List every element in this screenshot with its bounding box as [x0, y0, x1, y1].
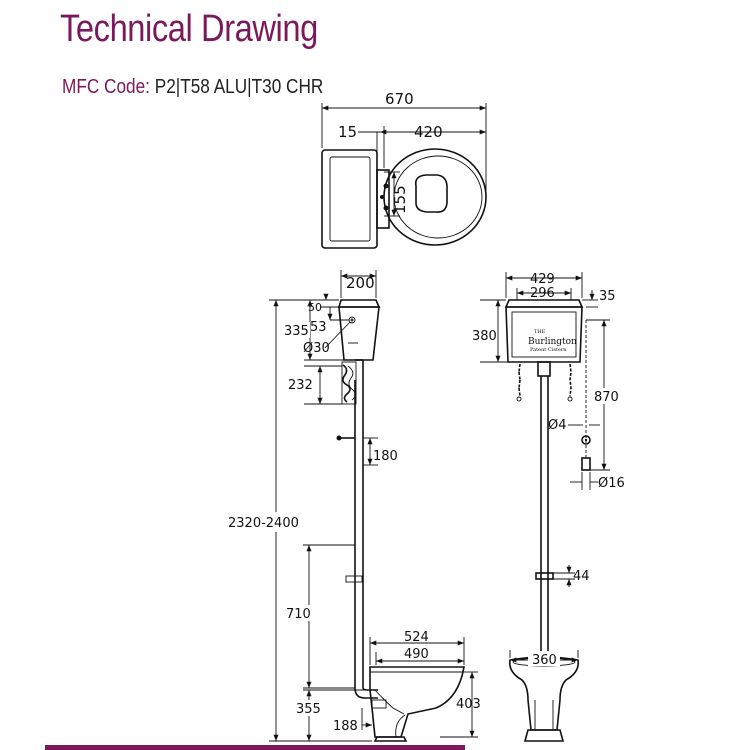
front-view: THE Burlington Patent Cistern 429 — [472, 272, 625, 742]
logo-burlington: Burlington — [528, 337, 577, 347]
dim-dia-16: Ø16 — [598, 476, 625, 491]
dim-429: 429 — [530, 272, 555, 287]
dim-188: 188 — [333, 719, 358, 734]
dim-296: 296 — [530, 286, 555, 301]
dim-420: 420 — [414, 123, 443, 141]
bottom-accent-bar — [45, 745, 465, 750]
side-cistern-lid — [337, 299, 381, 308]
mfc-code-value: P2|T58 ALU|T30 CHR — [154, 76, 324, 98]
dim-180: 180 — [373, 449, 398, 464]
logo-patent: Patent Cistern — [530, 347, 567, 353]
page-title: Technical Drawing — [60, 8, 318, 50]
side-pan — [369, 666, 465, 738]
front-cistern-lid — [504, 299, 584, 308]
top-view: 670 420 15 155 — [321, 90, 487, 249]
side-cistern-body — [338, 306, 380, 361]
dim-dia-4: Ø4 — [548, 418, 567, 433]
logo-the: THE — [534, 329, 546, 335]
dim-710: 710 — [286, 607, 311, 622]
dim-44: 44 — [573, 569, 590, 584]
dim-15: 15 — [338, 123, 357, 141]
dim-200: 200 — [346, 274, 375, 292]
dim-380: 380 — [472, 329, 497, 344]
dim-53: 53 — [310, 320, 327, 335]
dim-870: 870 — [594, 390, 619, 405]
dim-dia-30: Ø30 — [303, 341, 330, 356]
dim-670: 670 — [385, 90, 414, 108]
dim-232: 232 — [288, 378, 313, 393]
side-view: 2320-2400 200 50 335 53 Ø30 232 180 — [226, 270, 481, 742]
top-pan-bowl — [414, 174, 448, 213]
dim-490: 490 — [404, 647, 429, 662]
mfc-code: MFC Code: P2|T58 ALU|T30 CHR — [62, 76, 323, 99]
dim-360: 360 — [532, 653, 557, 668]
dim-524: 524 — [404, 630, 429, 645]
dim-155: 155 — [391, 185, 409, 214]
top-connector — [376, 169, 390, 229]
dim-403: 403 — [456, 697, 481, 712]
side-bracket — [342, 364, 351, 403]
dim-total-height: 2320-2400 — [228, 516, 299, 531]
mfc-code-label: MFC Code: — [62, 76, 150, 98]
dim-355: 355 — [296, 702, 321, 717]
dim-35: 35 — [599, 289, 616, 304]
dim-335: 335 — [284, 324, 309, 339]
